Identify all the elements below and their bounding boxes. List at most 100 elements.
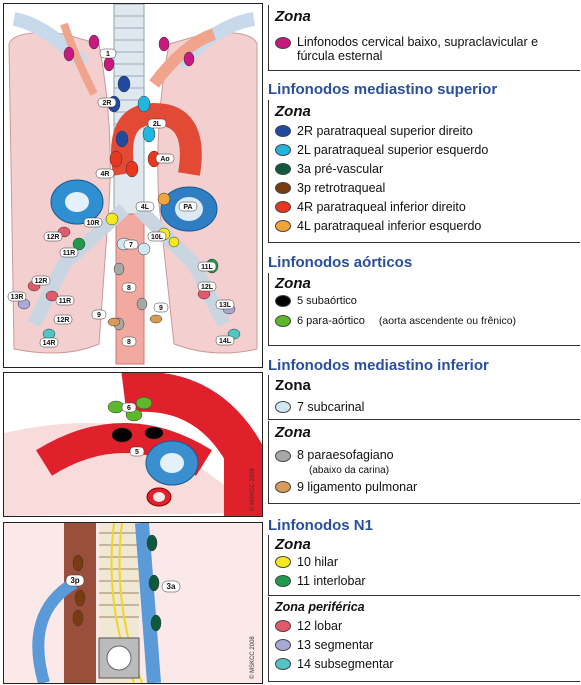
- legend-item: 5 subaórtico: [275, 295, 357, 307]
- legend-item: 2R paratraqueal superior direito: [275, 124, 473, 138]
- node-label: 3p: [70, 576, 79, 585]
- legend-item-text: 2R paratraqueal superior direito: [297, 124, 473, 138]
- esophagus-illustration: 3p 3a © MSKCC 2008: [3, 522, 263, 684]
- node-label: 12L: [201, 284, 214, 291]
- node-label: 11R: [59, 298, 71, 305]
- node-label: 2L: [153, 121, 162, 128]
- legend-item-text: 4R paratraqueal inferior direito: [297, 200, 466, 214]
- node-label: 6: [127, 405, 131, 412]
- legend-superior-box: Zona 2R paratraqueal superior direito 2L…: [268, 100, 580, 243]
- legend-item-note: (aorta ascendente ou frênico): [379, 315, 516, 327]
- aortic-arch-illustration: 6 5 © MSKCC 2008: [3, 372, 263, 517]
- legend-inferior-box-2: Zona 8 paraesofagiano (abaixo da carina)…: [268, 421, 580, 504]
- node-label: 9: [97, 312, 101, 319]
- legend-item-text: 3a pré-vascular: [297, 162, 383, 176]
- aortic-arch-drawing: 6 5: [4, 373, 262, 516]
- section-title-inferior: Linfonodos mediastino inferior: [268, 357, 489, 374]
- section-title-n1: Linfonodos N1: [268, 517, 373, 534]
- node-color-swatch: [275, 315, 291, 327]
- node-label: 4R: [101, 171, 110, 178]
- node-label: 12R: [47, 234, 60, 241]
- legend-supraclavicular-box: Zona Linfonodos cervical baixo, supracla…: [268, 5, 580, 71]
- legend-item-text: 13 segmentar: [297, 638, 373, 652]
- legend-item-text: 7 subcarinal: [297, 400, 364, 414]
- node-label: 8: [127, 339, 131, 346]
- node-color-swatch: [275, 37, 291, 49]
- legend-inferior-box-1: Zona 7 subcarinal: [268, 375, 580, 420]
- node-label: 10R: [87, 220, 100, 227]
- node-color-swatch: [275, 125, 291, 137]
- node-label: PA: [183, 204, 192, 211]
- node-label: 9: [159, 305, 163, 312]
- node-label: 5: [135, 449, 139, 456]
- node-label: 1: [106, 51, 110, 58]
- zona-heading: Zona: [275, 275, 311, 292]
- legend-item-text: 6 para-aórtico: [297, 315, 365, 327]
- node-color-swatch: [275, 450, 291, 462]
- legend-item: 14 subsegmentar: [275, 657, 394, 671]
- node-color-swatch: [275, 481, 291, 493]
- zona-heading: Zona periférica: [275, 600, 365, 614]
- node-label: 13R: [11, 294, 24, 301]
- node-color-swatch: [275, 144, 291, 156]
- legend-item-text: 14 subsegmentar: [297, 657, 394, 671]
- legend-item-text: 4L paratraqueal inferior esquerdo: [297, 219, 481, 233]
- legend-item: 2L paratraqueal superior esquerdo: [275, 143, 488, 157]
- node-label: 14R: [43, 340, 56, 347]
- legend-item: Linfonodos cervical baixo, supraclavicul…: [275, 35, 538, 63]
- node-color-swatch: [275, 658, 291, 670]
- zona-heading: Zona: [275, 103, 311, 120]
- node-label: 14L: [219, 338, 232, 345]
- copyright-credit: © MSKCC 2008: [250, 468, 256, 511]
- legend-item: 4L paratraqueal inferior esquerdo: [275, 219, 481, 233]
- node-label: 7: [129, 242, 133, 249]
- node-color-swatch: [275, 220, 291, 232]
- legend-item-text: 9 ligamento pulmonar: [297, 480, 417, 494]
- legend-item: 3p retrotraqueal: [275, 181, 385, 195]
- node-color-swatch: [275, 201, 291, 213]
- legend-n1-box-2: Zona periférica 12 lobar 13 segmentar 14…: [268, 597, 580, 682]
- esophagus-drawing: 3p 3a: [4, 523, 262, 683]
- legend-item: 11 interlobar: [275, 574, 366, 588]
- node-label: 11L: [201, 264, 213, 271]
- node-color-swatch: [275, 639, 291, 651]
- legend-item: 6 para-aórtico (aorta ascendente ou frêni…: [275, 315, 516, 327]
- legend-item: 9 ligamento pulmonar: [275, 480, 417, 494]
- node-color-swatch: [275, 575, 291, 587]
- node-label: 8: [127, 285, 131, 292]
- legend-item: 7 subcarinal: [275, 400, 364, 414]
- node-label: 12R: [57, 317, 70, 324]
- copyright-credit: © MSKCC 2008: [250, 636, 256, 679]
- legend-item-text: 2L paratraqueal superior esquerdo: [297, 143, 488, 157]
- legend-item-text: 11 interlobar: [297, 574, 366, 588]
- node-color-swatch: [275, 182, 291, 194]
- legend-item: 3a pré-vascular: [275, 162, 383, 176]
- legend-item: 4R paratraqueal inferior direito: [275, 200, 466, 214]
- legend-item-text: 12 lobar: [297, 619, 342, 633]
- section-title-aortic: Linfonodos aórticos: [268, 254, 412, 271]
- node-color-swatch: [275, 556, 291, 568]
- node-label: Ao: [160, 156, 169, 163]
- node-label: 4L: [141, 204, 150, 211]
- legend-item: 12 lobar: [275, 619, 342, 633]
- node-label: 2R: [103, 100, 112, 107]
- legend-item-text: Linfonodos cervical baixo, supraclavicul…: [297, 35, 538, 49]
- legend-item: 8 paraesofagiano (abaixo da carina): [275, 448, 394, 476]
- zona-heading: Zona: [275, 536, 311, 553]
- legend-item: 10 hilar: [275, 555, 338, 569]
- legend-item-text-2: fúrcula esternal: [297, 49, 382, 63]
- node-label: 10L: [151, 234, 164, 241]
- node-color-swatch: [275, 295, 291, 307]
- legend-item-text: 3p retrotraqueal: [297, 181, 385, 195]
- legend-item-text: 10 hilar: [297, 555, 338, 569]
- node-color-swatch: [275, 401, 291, 413]
- node-label: 12R: [35, 278, 48, 285]
- legend-aortic-box: Zona 5 subaórtico 6 para-aórtico (aorta a…: [268, 273, 580, 346]
- zona-heading: Zona: [275, 377, 311, 394]
- thorax-drawing: 1 2R 2L 4R Ao 4L PA 10R 10L 7 12R 11R 11…: [4, 4, 262, 367]
- node-label: 11R: [63, 250, 75, 257]
- legend-item-text: 8 paraesofagiano: [297, 448, 394, 462]
- node-color-swatch: [275, 620, 291, 632]
- legend-n1-box-1: Zona 10 hilar 11 interlobar: [268, 535, 580, 596]
- legend-item-text: 5 subaórtico: [297, 295, 357, 307]
